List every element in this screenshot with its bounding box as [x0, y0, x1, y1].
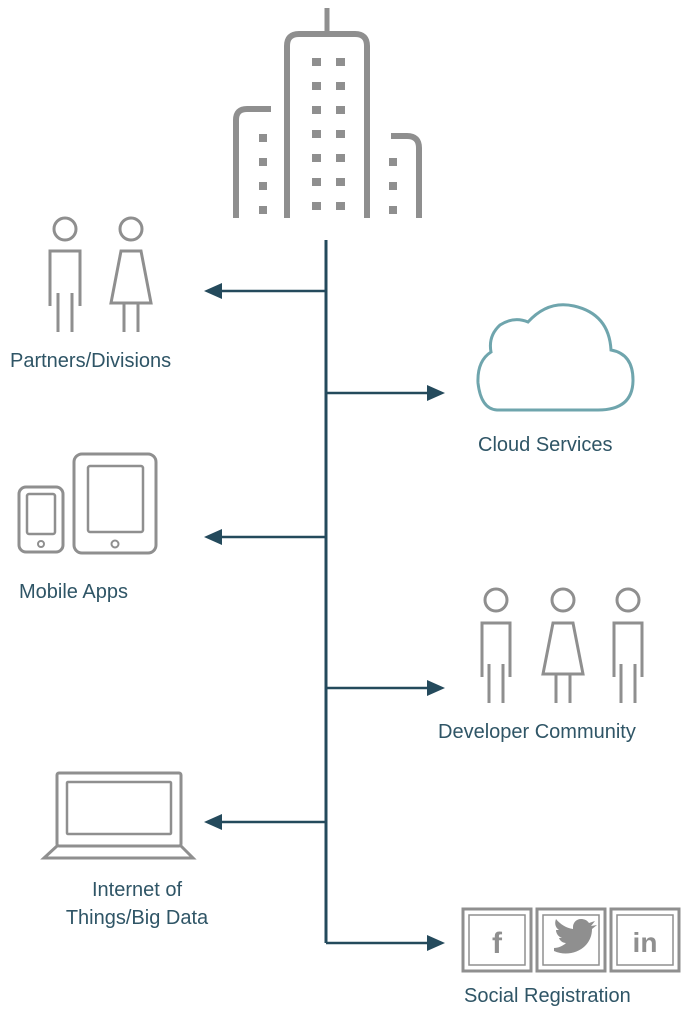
connector-partners: [204, 283, 326, 299]
iot-label-line1: Internet of: [91, 879, 183, 901]
connector-developer: [326, 680, 445, 696]
developer-people-icon: [480, 587, 644, 703]
developer-community-label: Developer Community: [438, 721, 636, 743]
partners-divisions-label: Partners/Divisions: [10, 350, 172, 372]
linkedin-glyph: in: [633, 927, 658, 958]
mobile-apps-label: Mobile Apps: [19, 581, 128, 603]
laptop-icon: [40, 771, 197, 860]
building-icon: [233, 8, 422, 218]
mobile-devices-icon: [17, 452, 158, 555]
facebook-icon[interactable]: f: [461, 907, 533, 973]
cloud-services-label: Cloud Services: [478, 434, 613, 456]
connector-mobile: [204, 529, 326, 545]
iot-bigdata-label: Internet of Things/Big Data: [52, 876, 222, 932]
connector-iot: [204, 814, 326, 830]
connector-social: [326, 935, 445, 951]
twitter-icon[interactable]: [535, 907, 607, 973]
social-icons: f in: [461, 907, 681, 973]
connector-cloud: [326, 385, 445, 401]
cloud-icon: [476, 303, 635, 412]
people-icon: [48, 216, 153, 332]
linkedin-icon[interactable]: in: [609, 907, 681, 973]
social-registration-label: Social Registration: [464, 985, 631, 1007]
facebook-glyph: f: [492, 927, 503, 960]
iot-label-line2: Things/Big Data: [65, 907, 209, 929]
